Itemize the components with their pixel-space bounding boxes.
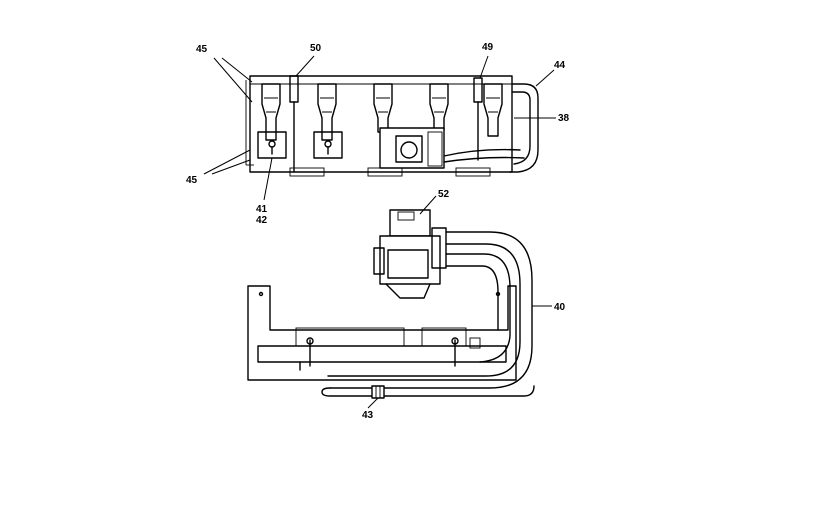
callout-leaders bbox=[203, 55, 556, 409]
callout-38: 38 bbox=[558, 113, 570, 124]
burner-chassis-side-view bbox=[247, 285, 517, 381]
callout-49: 49 bbox=[482, 42, 494, 53]
gas-supply-pipe-40 bbox=[321, 231, 535, 399]
burner-tube-1 bbox=[257, 83, 287, 159]
callout-45-bottom: 45 bbox=[186, 175, 198, 186]
callout-45-top: 45 bbox=[196, 44, 208, 55]
burner-manifold-top-view bbox=[245, 75, 539, 177]
burner-tube-2 bbox=[313, 83, 343, 159]
burner-tube-4 bbox=[429, 83, 449, 131]
flame-sensor-49 bbox=[473, 77, 483, 103]
ignition-electrode-50 bbox=[289, 75, 299, 103]
chassis-frame bbox=[247, 285, 517, 381]
callout-52: 52 bbox=[438, 189, 450, 200]
burner-tube-3 bbox=[373, 83, 393, 133]
callout-41: 41 bbox=[256, 204, 268, 215]
callout-50: 50 bbox=[310, 43, 322, 54]
callout-42: 42 bbox=[256, 215, 268, 226]
pipe-fitting-43 bbox=[371, 385, 385, 399]
burner-tray-outline bbox=[249, 75, 513, 173]
callout-40: 40 bbox=[554, 302, 566, 313]
manifold-rail bbox=[257, 345, 507, 363]
gas-valve-52 bbox=[373, 209, 447, 299]
manifold-gas-pipe bbox=[509, 83, 539, 173]
burner-tube-5 bbox=[483, 83, 503, 137]
callout-43: 43 bbox=[362, 410, 374, 421]
gas-valve-top-view bbox=[379, 127, 445, 169]
callout-44: 44 bbox=[554, 60, 566, 71]
